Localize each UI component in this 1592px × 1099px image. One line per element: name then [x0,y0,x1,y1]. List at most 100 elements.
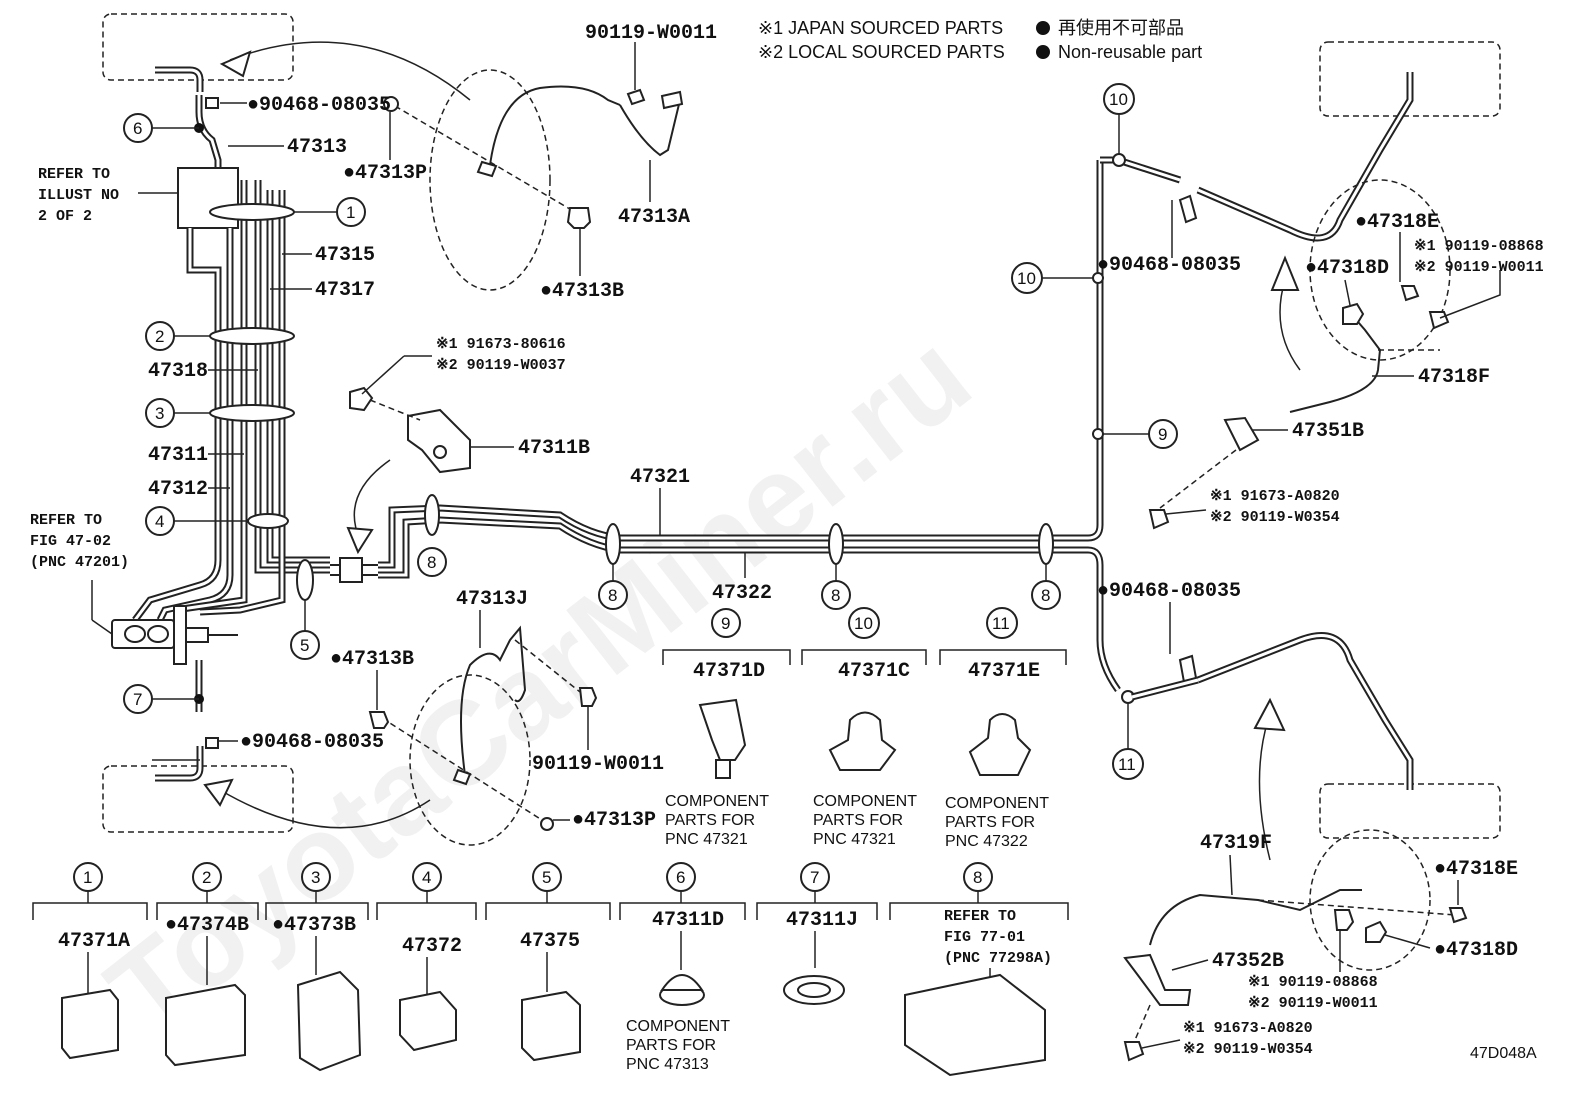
callout-8: 8 [427,553,436,572]
callout-9: 9 [1158,425,1167,444]
label-47322: 47322 [712,582,772,605]
rear-right-hose-area [1123,632,1501,1062]
label-47318f: 47318F [1418,366,1490,389]
non-reusable-dot-icon [1036,45,1050,59]
callout-5: 5 [542,868,551,887]
callout-8: 8 [973,868,982,887]
bolt-icon [1123,1041,1145,1062]
component-note-line1: COMPONENT [626,1018,730,1035]
component-note-line3: PNC 47322 [945,833,1028,850]
label-47313b: ●47313B [330,648,414,671]
label-90119-08868: ※1 90119-08868 [1414,238,1544,255]
refer-fig7701-line2: FIG 77-01 [944,929,1025,946]
label-47311: 47311 [148,444,208,467]
label-47372: 47372 [402,935,462,958]
label-90119-w0011: ※2 90119-W0011 [1248,995,1378,1012]
refer-fig4702-line3: (PNC 47201) [30,554,129,571]
label-47313p: ●47313P [343,162,427,185]
callout-10: 10 [854,614,873,633]
label-47321: 47321 [630,466,690,489]
clamp-5 [296,559,314,601]
component-note-line1: COMPONENT [665,793,769,810]
legend-local: ※2 LOCAL SOURCED PARTS [758,42,1005,62]
callout-7: 7 [810,868,819,887]
arrow-curve-icon [229,41,471,101]
label-47351b: 47351B [1292,420,1364,443]
clamp-47373b-icon [296,970,362,1072]
label-47311b: 47311B [518,437,590,460]
detail-circle [429,69,551,291]
clip-icon [205,737,219,749]
label-47352b: 47352B [1212,950,1284,973]
rear-left-hose-area [102,625,598,846]
arrow-head-icon [1270,255,1300,291]
label-47375: 47375 [520,930,580,953]
clamp-3 [209,404,295,422]
clamp-47371a-icon [61,988,119,1060]
refer-fig7701-line3: (PNC 77298A) [944,950,1052,967]
master-cylinder-icon [111,605,238,665]
label-90468-08035: ●90468-08035 [247,94,391,117]
refer-illust-line2: ILLUST NO [38,187,119,204]
front-right-hose-area [1148,41,1501,530]
clip-8 [424,494,440,536]
clamp-47372-icon [399,990,457,1052]
component-note-line2: PARTS FOR [813,812,903,829]
label-47311j: 47311J [786,909,858,932]
label-90119-08868: ※1 90119-08868 [1248,974,1378,991]
label-47371d: 47371D [693,660,765,683]
label-90119-w0354: ※2 90119-W0354 [1183,1041,1313,1058]
callout-2: 2 [202,868,211,887]
label-91673-a0820: ※1 91673-A0820 [1183,1020,1313,1037]
label-47312: 47312 [148,478,208,501]
callout-7: 7 [133,690,142,709]
nut-icon [1428,311,1450,330]
gasket-icon [540,817,554,831]
label-47373b: ●47373B [272,914,356,937]
bolt-icon [566,207,592,229]
legend-non-reusable-jp: 再使用不可部品 [1058,18,1184,38]
clamp-47374b-icon [165,983,246,1067]
callout-4: 4 [422,868,431,887]
label-91673-a0820: ※1 91673-A0820 [1210,488,1340,505]
legend: ※1 JAPAN SOURCED PARTS ※2 LOCAL SOURCED … [758,18,1202,62]
label-90119-w0011: ※2 90119-W0011 [1414,259,1544,276]
label-47318d: ●47318D [1434,939,1518,962]
label-91673-80616: ※1 91673-80616 [436,336,566,353]
diagram-code: 47D048A [1470,1045,1537,1062]
label-47318: 47318 [148,360,208,383]
clamp-77298a-icon [904,973,1046,1077]
nut-icon [1400,285,1420,302]
bracket-47352b-icon [1123,953,1192,1006]
label-47371a: 47371A [58,930,130,953]
hose-47313a-icon [489,85,621,166]
callout-5: 5 [300,636,309,655]
label-47371e: 47371E [968,660,1040,683]
bolt-icon [1148,509,1170,530]
clip-icon [1178,194,1198,224]
clip-47371c-icon [828,711,897,771]
component-note-line3: PNC 47321 [813,831,896,848]
label-90119-w0354: ※2 90119-W0354 [1210,509,1340,526]
clip-47371e-icon [968,713,1032,776]
refer-fig4702-line2: FIG 47-02 [30,533,111,550]
callout-3: 3 [311,868,320,887]
arrow-head-icon [346,526,374,555]
joint-icon [339,557,363,583]
label-47319f: 47319F [1200,832,1272,855]
component-note-line2: PARTS FOR [945,814,1035,831]
callout-11: 11 [992,614,1010,633]
callout-numbers: 6 1 2 3 4 5 7 8 8 8 8 9 10 10 11 [123,83,1178,780]
label-47317: 47317 [315,279,375,302]
callout-10: 10 [1109,90,1128,109]
bottom-parts-row: 1 47371A 2 ●47374B 3 ●47373B 4 47372 5 4… [32,862,1537,1077]
clip-components: 9 47371D COMPONENT PARTS FOR PNC 47321 1… [662,607,1067,850]
label-90119-w0011: 90119-W0011 [532,753,664,776]
label-47315: 47315 [315,244,375,267]
callout-1: 1 [83,868,92,887]
clamp-2 [209,327,295,345]
legend-non-reusable-en: Non-reusable part [1058,42,1202,62]
callout-6: 6 [133,119,142,138]
bolt-icon [1342,302,1365,325]
